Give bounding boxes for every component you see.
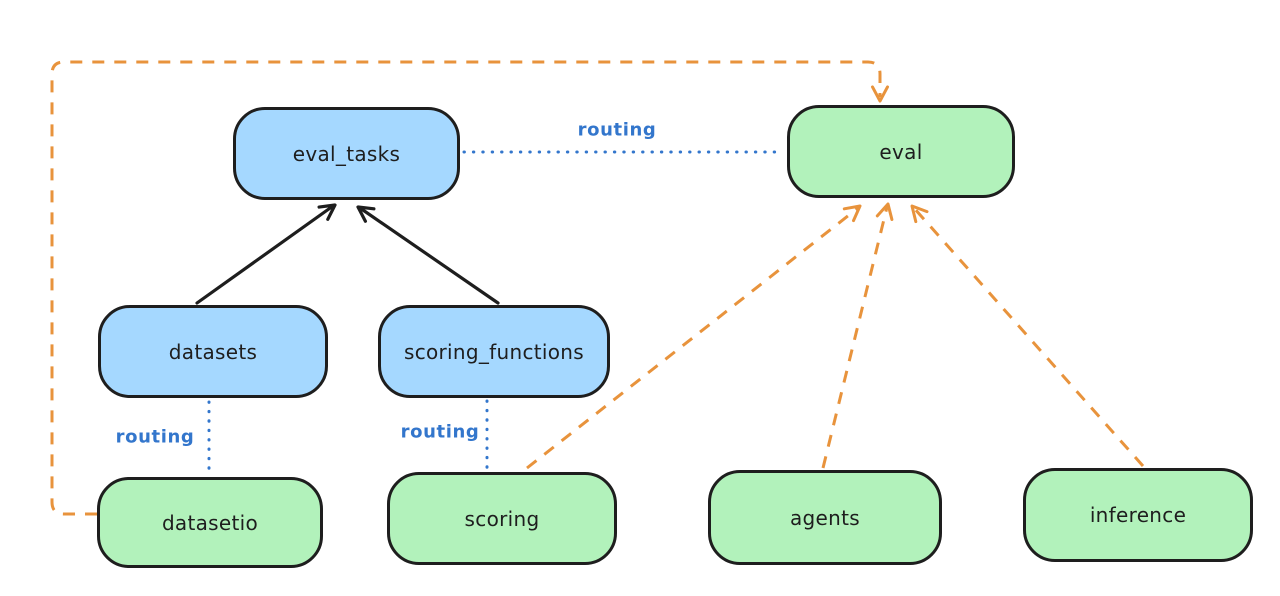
node-eval-tasks-label: eval_tasks xyxy=(292,141,401,166)
node-datasetio-label: datasetio xyxy=(161,510,259,535)
edge-agents-to-eval xyxy=(821,202,894,469)
edge-scoring-functions-to-eval-tasks xyxy=(356,205,500,305)
node-datasets: datasets xyxy=(98,305,328,398)
routing-label-eval-tasks-eval: routing xyxy=(577,119,657,141)
node-scoring-functions-label: scoring_functions xyxy=(403,339,585,364)
routing-label-datasets-datasetio: routing xyxy=(115,426,195,448)
node-scoring-label: scoring xyxy=(464,506,540,531)
node-agents: agents xyxy=(708,470,942,565)
node-eval: eval xyxy=(787,105,1015,198)
node-inference-label: inference xyxy=(1089,503,1187,527)
node-agents-label: agents xyxy=(790,505,860,530)
edge-datasets-to-eval-tasks xyxy=(195,203,337,305)
node-scoring-functions: scoring_functions xyxy=(378,305,610,398)
node-datasets-label: datasets xyxy=(168,339,258,364)
edge-inference-to-eval xyxy=(910,204,1145,467)
node-eval-label: eval xyxy=(879,139,923,164)
node-eval-tasks: eval_tasks xyxy=(233,107,460,200)
routing-label-scoring-functions-scoring: routing xyxy=(400,421,480,443)
node-datasetio: datasetio xyxy=(97,477,323,568)
node-inference: inference xyxy=(1023,468,1253,562)
node-scoring: scoring xyxy=(387,472,617,565)
